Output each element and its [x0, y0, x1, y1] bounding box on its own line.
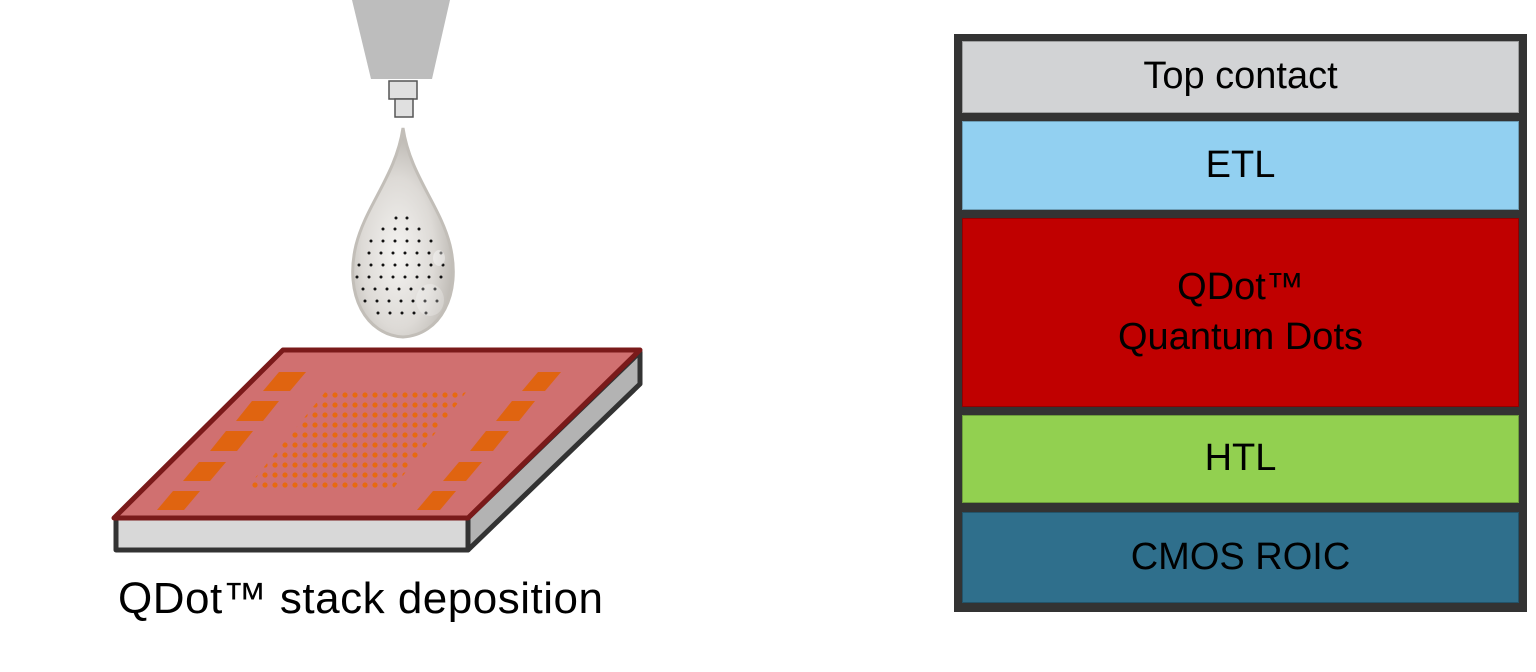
layer-label: QDot™ — [1177, 266, 1304, 309]
layer-label: HTL — [1204, 437, 1277, 480]
device-layer-stack: Top contact ETL QDot™ Quantum Dots HTL C… — [954, 34, 1527, 612]
layer-label: Quantum Dots — [1118, 315, 1363, 358]
layer-label: CMOS ROIC — [1130, 535, 1351, 578]
layer-etl: ETL — [962, 121, 1519, 210]
quantum-dot-droplet-icon — [351, 127, 455, 339]
layer-cmos-roic: CMOS ROIC — [962, 512, 1519, 603]
deposition-illustration — [111, 0, 643, 553]
layer-qdot: QDot™ Quantum Dots — [962, 218, 1519, 407]
layer-top-contact: Top contact — [962, 41, 1519, 113]
layer-htl: HTL — [962, 415, 1519, 503]
layer-label: Top contact — [1143, 55, 1338, 98]
deposition-caption: QDot™ stack deposition — [118, 574, 604, 623]
sensor-chip-icon — [111, 347, 643, 553]
layer-label: ETL — [1205, 143, 1276, 186]
dispensing-nozzle-icon — [352, 0, 450, 118]
